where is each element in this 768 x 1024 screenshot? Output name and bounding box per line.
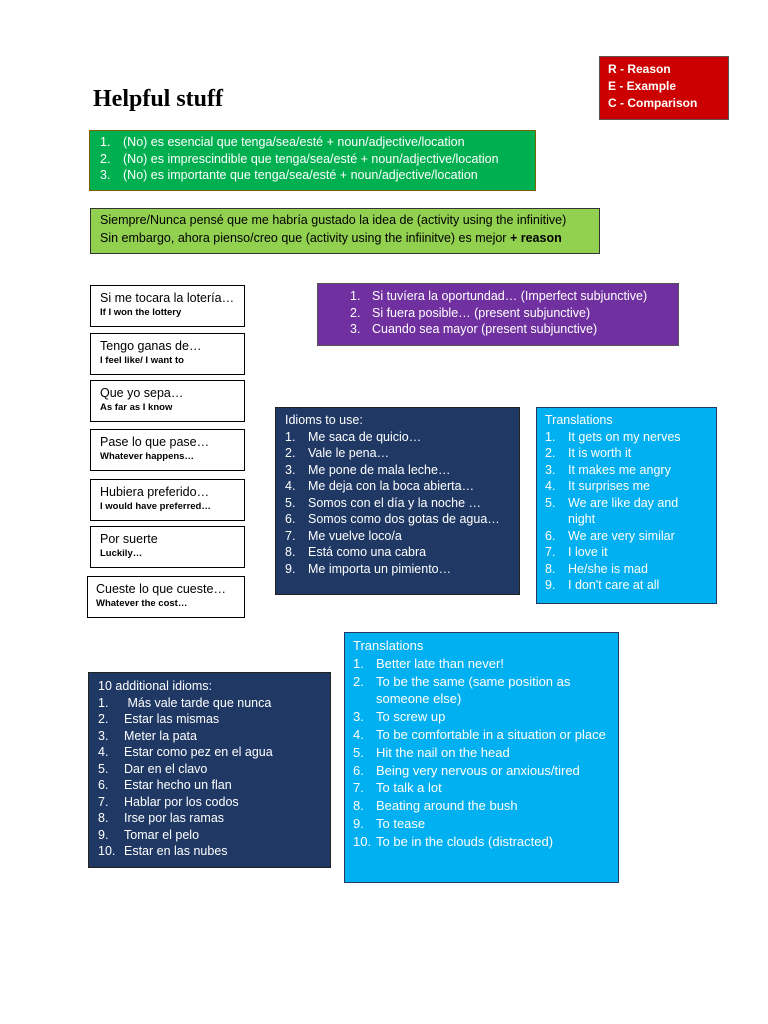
list-item: 10.To be in the clouds (distracted) (353, 833, 554, 849)
list-item: 7.To talk a lot (353, 780, 442, 796)
rec-legend-box: R - Reason E - Example C - Comparison (599, 56, 729, 120)
additional-idioms-box: 10 additional idioms: 1. Más vale tarde … (88, 672, 331, 868)
phrase-box-pase: Pase lo que pase…Whatever happens… (90, 429, 245, 471)
phrase-box-ganas: Tengo ganas de…I feel like/ I want to (90, 333, 245, 375)
list-item: 7.Me vuelve loco/a (285, 528, 402, 543)
list-item: 7.Hablar por los codos (98, 794, 239, 809)
list-item: 9.Tomar el pelo (98, 827, 200, 842)
list-item: 7.I love it (545, 545, 608, 559)
list-item: 5.Hit the nail on the head (353, 744, 510, 760)
translations-heading: Translations (353, 638, 424, 653)
list-item: 1.It gets on my nerves (545, 429, 681, 444)
translations-box-1: Translations 1.It gets on my nerves 2.It… (536, 407, 717, 604)
list-item: 2.Vale le pena… (285, 446, 390, 460)
essential-phrases-box: 1.(No) es esencial que tenga/sea/esté + … (89, 130, 536, 191)
rec-line-reason: R - Reason (608, 62, 671, 76)
translations-box-2: Translations 1.Better late than never! 2… (344, 632, 619, 883)
list-item: 3.Cuando sea mayor (present subjunctive) (350, 322, 598, 336)
additional-idioms-heading: 10 additional idioms: (98, 679, 212, 693)
opinion-phrases-box: Siempre/Nunca pensé que me habría gustad… (90, 208, 600, 254)
list-item: 6.Being very nervous or anxious/tired (353, 762, 580, 778)
list-item: 4.Estar como pez en el agua (98, 745, 273, 759)
list-item: 2.To be the same (same position as someo… (353, 673, 571, 707)
list-item: 3.Meter la pata (98, 728, 197, 743)
page-title: Helpful stuff (93, 86, 224, 112)
list-item: 9.I don't care at all (545, 578, 660, 592)
list-item: 4.To be comfortable in a situation or pl… (353, 726, 606, 742)
phrase-box-cueste: Cueste lo que cueste…Whatever the cost… (87, 576, 245, 618)
list-item: 8.He/she is mad (545, 561, 648, 576)
list-item: 3.Me pone de mala leche… (285, 462, 451, 477)
list-item: 4.Me deja con la boca abierta… (285, 479, 475, 493)
opinion-line-1: Siempre/Nunca pensé que me habría gustad… (100, 213, 567, 227)
list-item: 6.Estar hecho un flan (98, 778, 232, 792)
list-item: 2.It is worth it (545, 446, 632, 460)
list-item: 10.Estar en las nubes (98, 844, 228, 858)
rec-line-example: E - Example (608, 79, 677, 93)
list-item: 6.We are very similar (545, 528, 675, 543)
subjunctive-box: 1.Si tuvíera la oportundad… (Imperfect s… (317, 283, 679, 346)
list-item: 1.Better late than never! (353, 655, 504, 671)
list-item: 9.Me importa un pimiento… (285, 561, 452, 576)
opinion-line-2: Sin embargo, ahora pienso/creo que (acti… (100, 230, 562, 245)
list-item: 1.(No) es esencial que tenga/sea/esté + … (100, 135, 465, 149)
list-item: 5.Somos con el día y la noche … (285, 495, 482, 510)
idioms-box: Idioms to use: 1.Me saca de quicio… 2.Va… (275, 407, 520, 595)
list-item: 9.To tease (353, 815, 426, 831)
phrase-box-sepa: Que yo sepa…As far as I know (90, 380, 245, 422)
list-item: 8.Beating around the bush (353, 798, 518, 814)
list-item: 8.Está como una cabra (285, 545, 427, 559)
list-item: 6.Somos como dos gotas de agua… (285, 512, 500, 526)
phrase-box-lottery: Si me tocara la lotería…If I won the lot… (90, 285, 245, 327)
list-item: 4.It surprises me (545, 479, 650, 493)
list-item: 2.(No) es imprescindible que tenga/sea/e… (100, 151, 499, 166)
idioms-heading: Idioms to use: (285, 413, 363, 427)
translations-heading: Translations (545, 413, 613, 427)
rec-line-comparison: C - Comparison (608, 96, 698, 110)
list-item: 3.To screw up (353, 709, 446, 725)
list-item: 1.Si tuvíera la oportundad… (Imperfect s… (350, 289, 648, 303)
list-item: 3.(No) es importante que tenga/sea/esté … (100, 168, 478, 183)
phrase-box-hubiera: Hubiera preferido…I would have preferred… (90, 479, 245, 521)
list-item: 5.We are like day and night (545, 495, 679, 527)
list-item: 3.It makes me angry (545, 462, 671, 477)
list-item: 1. Más vale tarde que nunca (98, 695, 272, 710)
list-item: 1.Me saca de quicio… (285, 429, 422, 444)
list-item: 8.Irse por las ramas (98, 811, 225, 825)
list-item: 5.Dar en el clavo (98, 761, 208, 776)
list-item: 2.Estar las mismas (98, 712, 220, 726)
list-item: 2.Si fuera posible… (present subjunctive… (350, 305, 591, 320)
